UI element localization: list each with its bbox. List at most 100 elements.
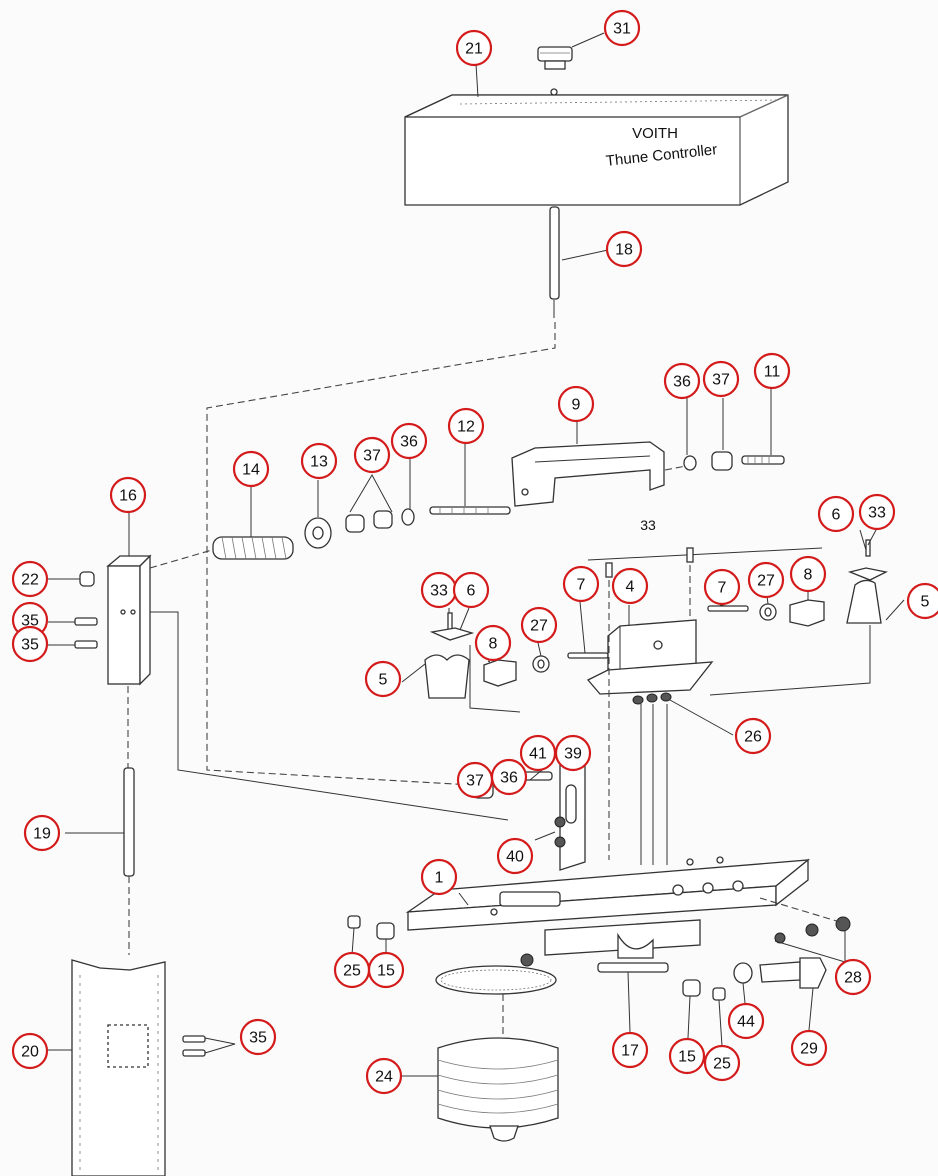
- callout-label: 36: [673, 374, 691, 391]
- callout-ring: [390, 422, 428, 460]
- callout-label: 36: [400, 434, 418, 451]
- callout-19: 19: [23, 814, 61, 852]
- spring-part: [149, 536, 294, 569]
- callout-ring: [11, 625, 49, 663]
- rod-19-part: [123, 686, 135, 955]
- callout-label: 37: [712, 372, 730, 389]
- knob-part: [537, 46, 573, 96]
- callout-label: 25: [713, 1056, 731, 1073]
- linkage-dash-line: [206, 322, 556, 788]
- callout-36: 36: [390, 422, 428, 460]
- callout-25: 25: [333, 951, 371, 989]
- callout-label: 15: [678, 1049, 696, 1066]
- shaft-part: [549, 206, 560, 318]
- callout-ring: [789, 555, 827, 593]
- callout-37: 37: [456, 761, 494, 799]
- callout-18: 18: [605, 230, 643, 268]
- callout-ring: [703, 568, 741, 606]
- callout-ring: [11, 1032, 49, 1070]
- block-fasteners: [74, 571, 98, 649]
- callout-label: 17: [621, 1043, 639, 1060]
- callout-37: 37: [702, 360, 740, 398]
- callout-ring: [452, 571, 490, 609]
- callout-label: 27: [757, 573, 775, 590]
- callout-ring: [11, 560, 49, 598]
- callout-ring: [109, 476, 147, 514]
- callout-label: 6: [832, 507, 841, 524]
- controller-name-line1: VOITH: [632, 125, 678, 142]
- callout-label: 28: [844, 970, 862, 987]
- callout-label: 40: [506, 849, 524, 866]
- callout-41: 41: [519, 734, 557, 772]
- callout-ring: [747, 561, 785, 599]
- callout-label: 7: [718, 580, 727, 597]
- callout-label: 37: [363, 448, 381, 465]
- callout-label: 5: [921, 594, 930, 611]
- callout-11: 11: [753, 352, 791, 390]
- callout-33: 33: [858, 493, 896, 531]
- callout-17: 17: [611, 1031, 649, 1069]
- middle-hardware: [304, 508, 415, 549]
- callout-ring: [611, 567, 649, 605]
- controller-box: VOITH Thune Controller: [404, 94, 789, 206]
- callout-label: 12: [457, 419, 475, 436]
- callout-label: 26: [744, 729, 762, 746]
- callout-15: 15: [668, 1037, 706, 1075]
- callout-12: 12: [447, 407, 485, 445]
- callout-6: 6: [452, 571, 490, 609]
- callout-29: 29: [790, 1029, 828, 1067]
- callout-7: 7: [562, 565, 600, 603]
- callout-label: 7: [577, 577, 586, 594]
- callout-27: 27: [747, 561, 785, 599]
- pivot-left: [424, 612, 521, 713]
- callout-9: 9: [557, 385, 595, 423]
- callout-ring: [703, 1044, 741, 1082]
- top-screws: [605, 547, 694, 860]
- callout-ring: [367, 951, 405, 989]
- callout-ring: [447, 407, 485, 445]
- callout-39: 39: [554, 734, 592, 772]
- callout-ring: [603, 9, 641, 47]
- callout-33: 33: [420, 571, 458, 609]
- callout-ring: [353, 436, 391, 474]
- callout-ring: [663, 362, 701, 400]
- rod-part: [429, 506, 511, 515]
- callout-13: 13: [300, 442, 338, 480]
- callout-5: 5: [364, 660, 402, 698]
- callout-24: 24: [365, 1057, 403, 1095]
- callout-35: 35: [239, 1018, 277, 1056]
- callout-35: 35: [11, 625, 49, 663]
- valve-block: [586, 547, 823, 695]
- callout-label: 33: [430, 583, 448, 600]
- callout-ring: [300, 442, 338, 480]
- callout-label: 13: [310, 454, 328, 471]
- callout-31: 31: [603, 9, 641, 47]
- callout-label: 36: [500, 770, 518, 787]
- callout-ring: [668, 1037, 706, 1075]
- callout-ring: [23, 814, 61, 852]
- callout-1: 1: [420, 858, 458, 896]
- callout-label: 35: [21, 637, 39, 654]
- callout-ring: [474, 624, 512, 662]
- callout-label: 16: [119, 488, 137, 505]
- lower-hardware: [347, 897, 851, 1001]
- callout-ring: [520, 606, 558, 644]
- gear-drum: [435, 965, 559, 1142]
- callout-label: 22: [21, 572, 39, 589]
- callout-27: 27: [520, 606, 558, 644]
- callout-label: 27: [530, 618, 548, 635]
- arm-part: [511, 441, 687, 507]
- callout-label: 37: [466, 773, 484, 790]
- callout-21: 21: [455, 29, 493, 67]
- callout-44: 44: [727, 1002, 765, 1040]
- screw-count-label: 33: [640, 517, 656, 533]
- callout-5: 5: [906, 582, 938, 620]
- callout-label: 19: [33, 826, 51, 843]
- callout-label: 18: [615, 242, 633, 259]
- callout-36: 36: [490, 758, 528, 796]
- callout-8: 8: [474, 624, 512, 662]
- callout-7: 7: [703, 568, 741, 606]
- callout-label: 35: [249, 1030, 267, 1047]
